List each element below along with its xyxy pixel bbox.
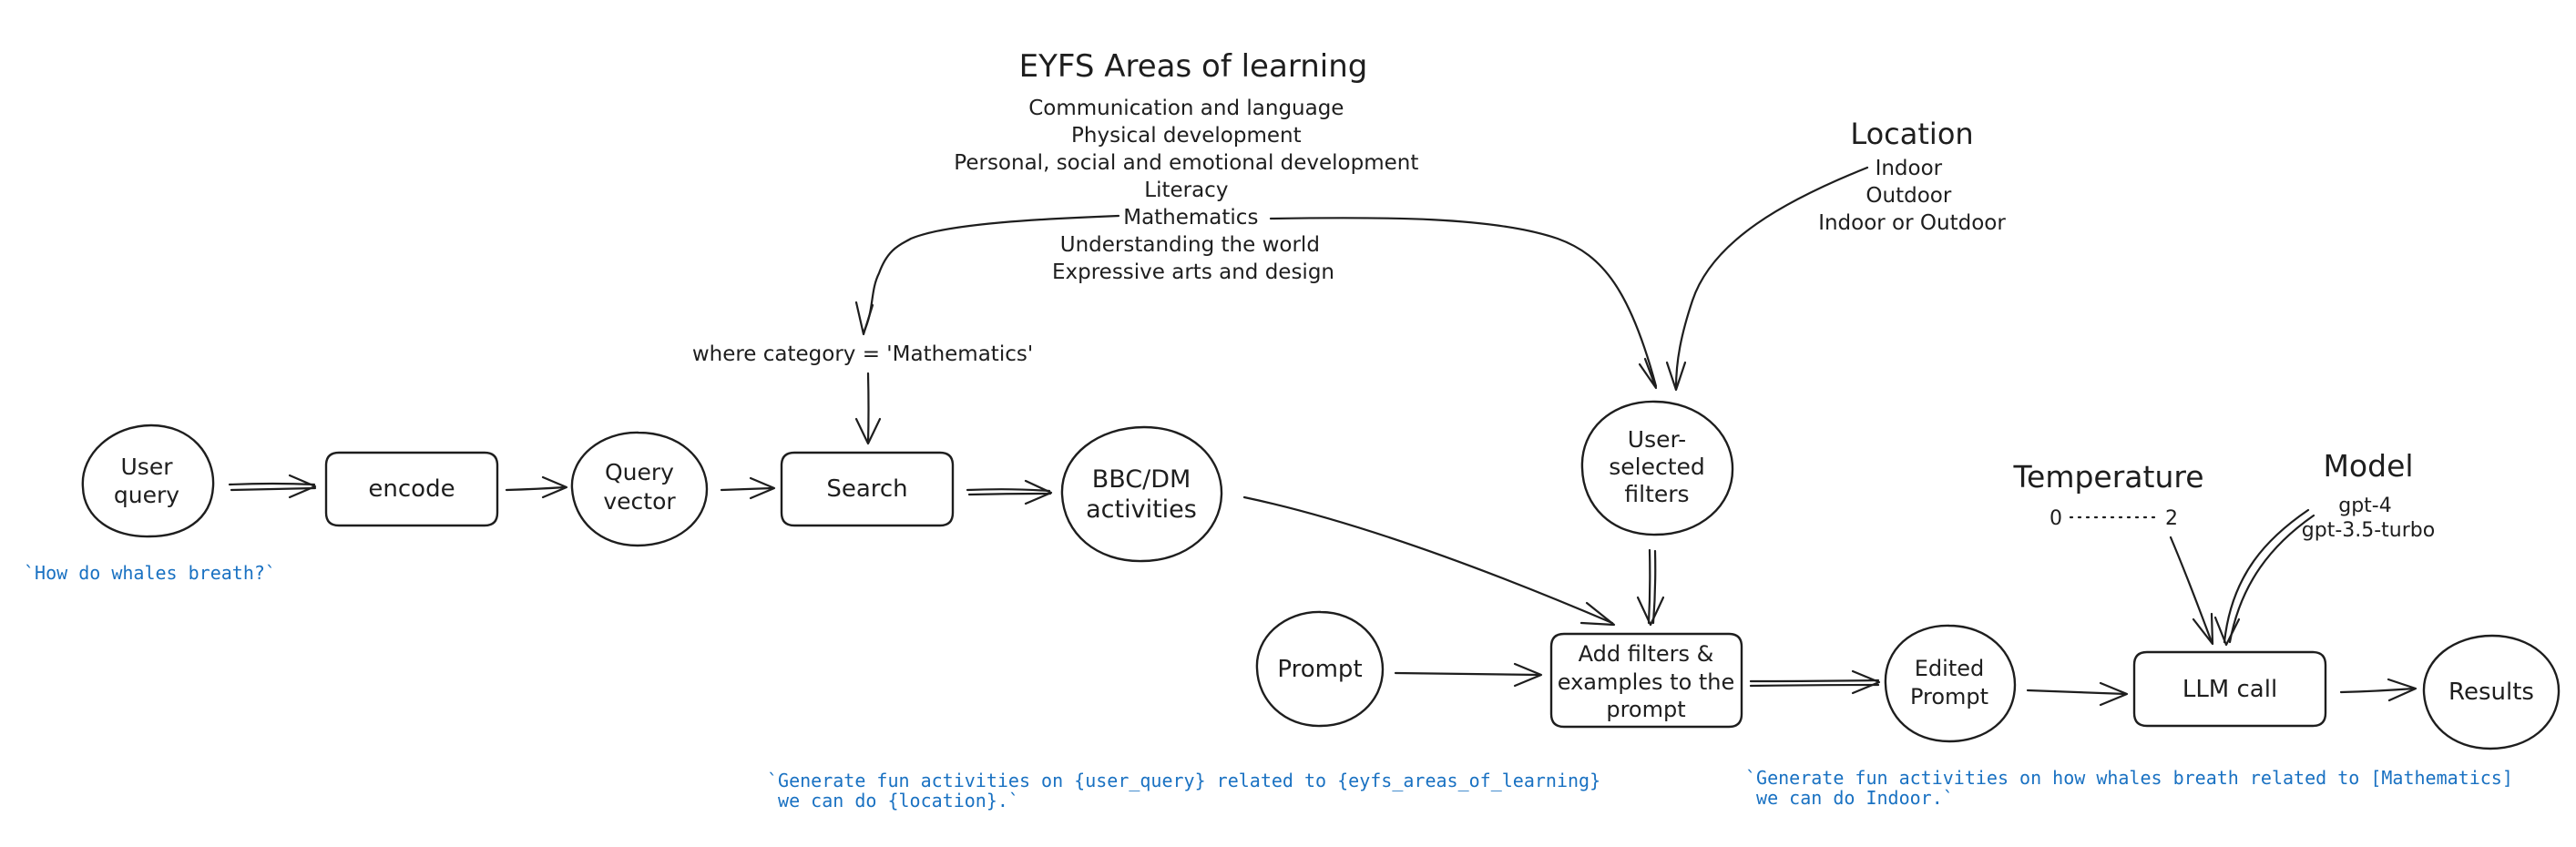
- user-query-example: `How do whales breath?`: [24, 562, 276, 584]
- encode-node: encode: [324, 451, 499, 527]
- arrow-filters-to-add-filters: [1636, 548, 1665, 627]
- model-title: Model: [2323, 448, 2413, 484]
- prompt-template-line: we can do {location}.`: [767, 790, 1019, 811]
- search-node: Search: [780, 451, 955, 527]
- arrow-where-to-search: [854, 372, 882, 445]
- model-block: Model gpt-4 gpt-3.5-turbo: [2302, 448, 2435, 542]
- arrow-edited-prompt-to-llm: [2026, 681, 2129, 707]
- arrow-mathematics-to-filters: [1269, 217, 1658, 390]
- encode-label: encode: [368, 475, 455, 503]
- location-title: Location: [1850, 117, 1973, 151]
- arrow-temperature-to-llm: [2169, 536, 2214, 646]
- prompt-label: Prompt: [1277, 656, 1362, 683]
- arrow-query-vector-to-search: [720, 476, 776, 500]
- arrow-add-filters-to-edited-prompt: [1749, 669, 1881, 695]
- arrow-encode-to-query-vector: [505, 475, 568, 499]
- prompt-filled-line: `Generate fun activities on how whales b…: [1745, 767, 2513, 789]
- prompt-template-note: `Generate fun activities on {user_query}…: [767, 770, 1600, 811]
- arrow-bbc-dm-to-add-filters: [1242, 495, 1616, 627]
- prompt-template-line: `Generate fun activities on {user_query}…: [767, 770, 1601, 791]
- llm-call-node: LLM call: [2132, 650, 2327, 728]
- search-label: Search: [826, 475, 907, 503]
- arrow-llm-to-results: [2339, 678, 2418, 702]
- arrow-mathematics-to-where: [854, 214, 1120, 336]
- arrow-prompt-to-add-filters: [1394, 662, 1543, 688]
- location-block: Location Indoor Outdoor Indoor or Outdoo…: [1818, 117, 2006, 235]
- model-items: gpt-4 gpt-3.5-turbo: [2302, 495, 2435, 542]
- results-label: Results: [2448, 679, 2534, 706]
- eyfs-items: Communication and language Physical deve…: [954, 97, 1425, 284]
- temperature-min: 0: [2050, 507, 2062, 530]
- temperature-title: Temperature: [2012, 459, 2203, 495]
- temperature-block: Temperature 0 2: [2012, 459, 2203, 530]
- arrow-location-to-filters: [1665, 166, 1869, 392]
- location-items: Indoor Outdoor Indoor or Outdoor: [1818, 157, 2006, 235]
- where-clause: where category = 'Mathematics': [692, 342, 1033, 366]
- results-node: Results: [2422, 634, 2561, 750]
- arrow-model-to-llm: [2213, 508, 2315, 647]
- prompt-node: Prompt: [1255, 610, 1385, 728]
- arrow-user-query-to-encode: [228, 474, 317, 499]
- prompt-filled-line: we can do Indoor.`: [1745, 787, 1954, 809]
- eyfs-block: EYFS Areas of learning Communication and…: [954, 48, 1425, 284]
- prompt-filled-note: `Generate fun activities on how whales b…: [1745, 768, 2513, 808]
- arrow-search-to-bbc-dm: [966, 479, 1053, 505]
- eyfs-title: EYFS Areas of learning: [1019, 48, 1368, 85]
- llm-call-label: LLM call: [2182, 676, 2277, 703]
- temperature-max: 2: [2165, 507, 2178, 530]
